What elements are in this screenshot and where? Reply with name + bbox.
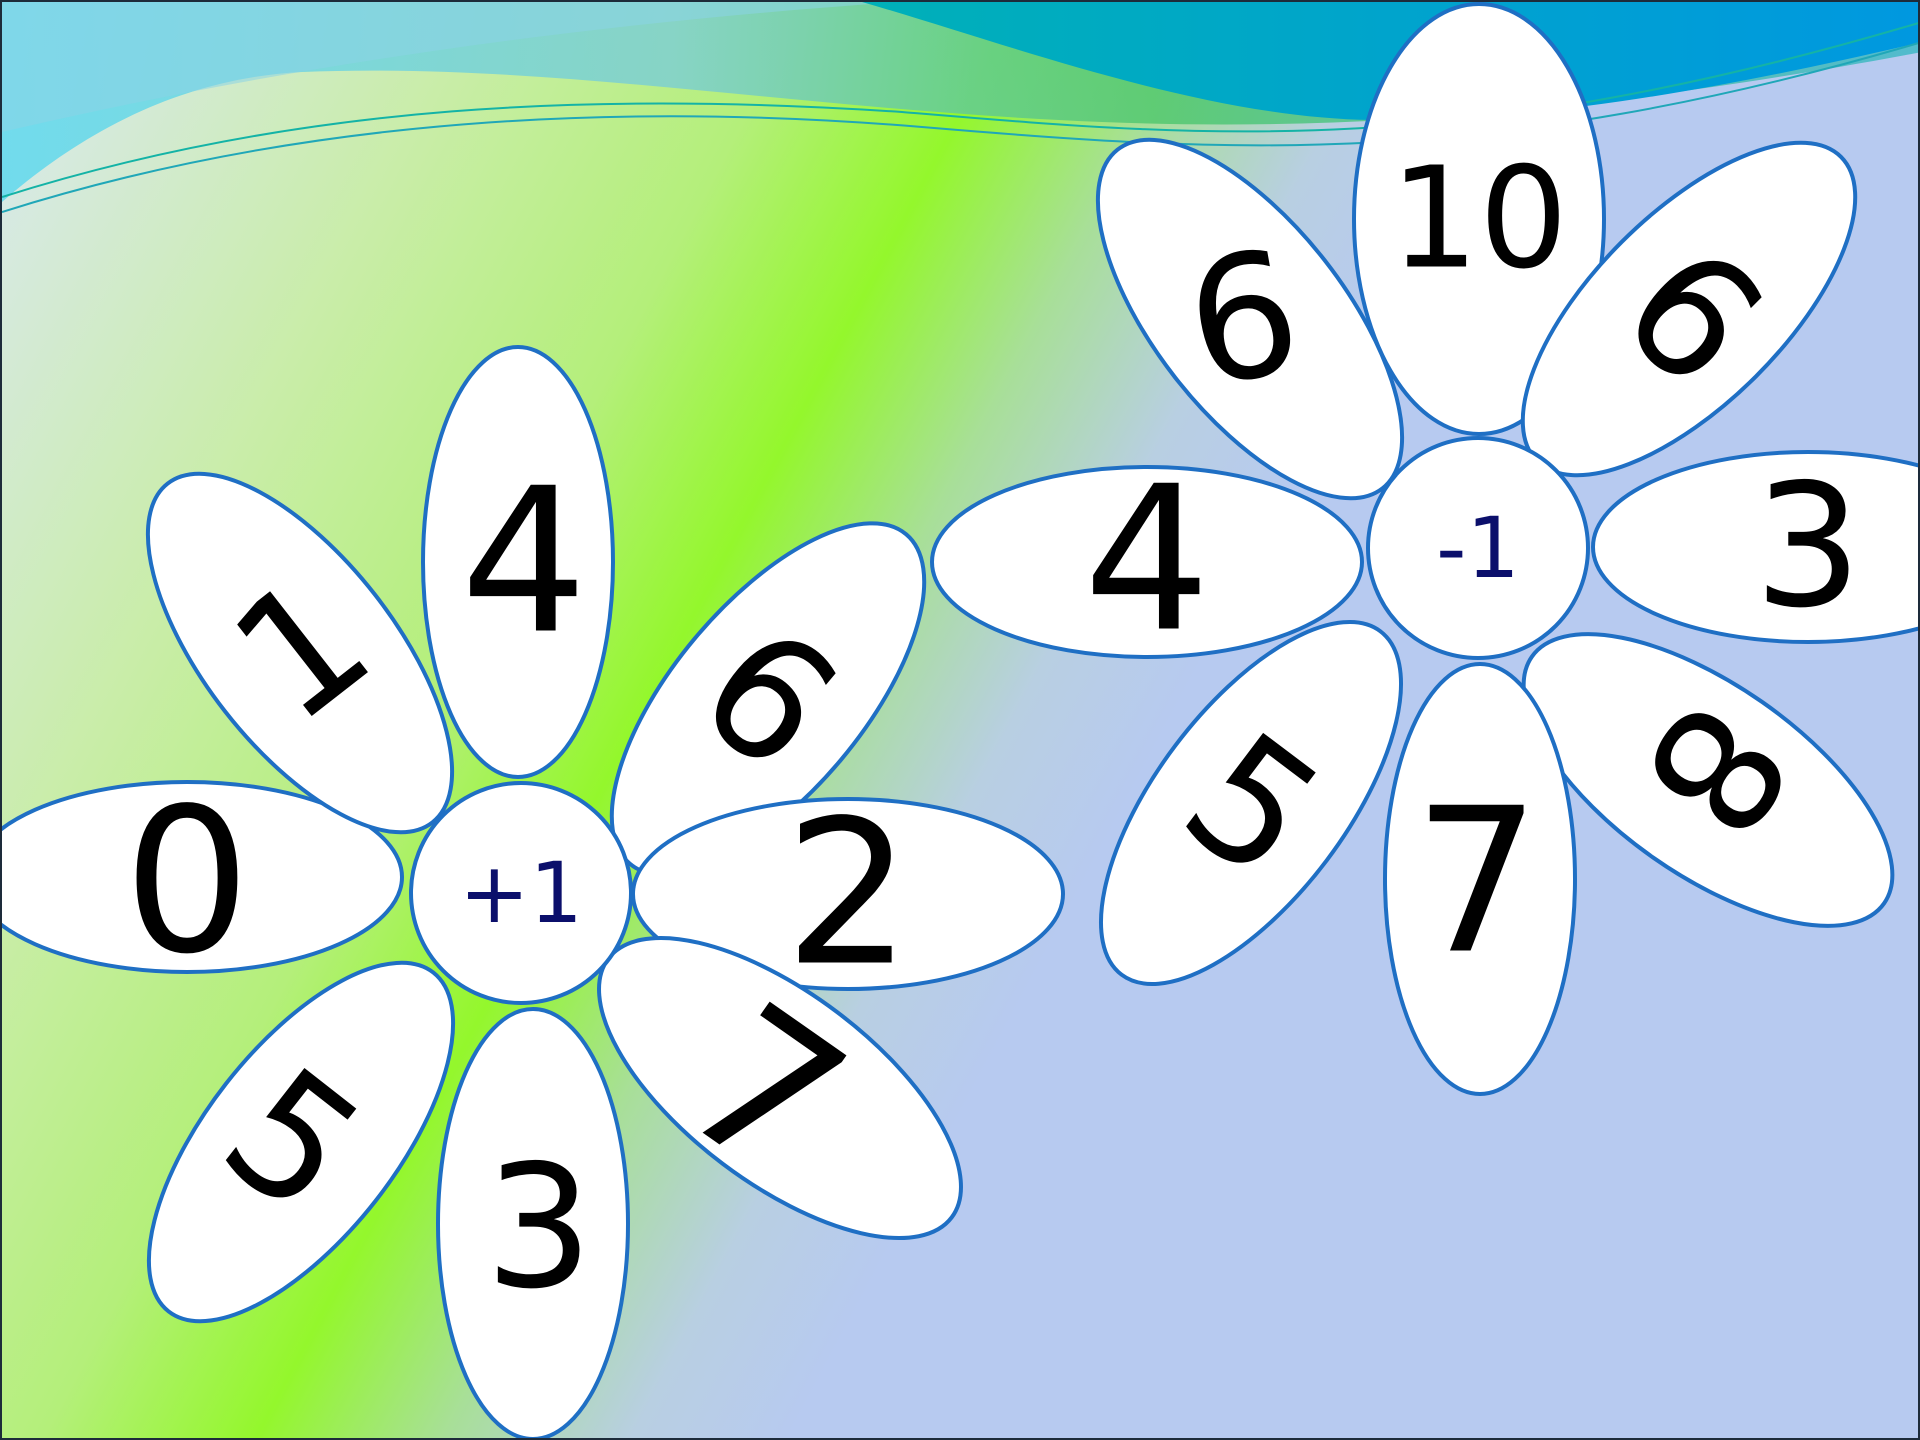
petal: 3	[1593, 448, 1920, 646]
petal: 3	[438, 1009, 628, 1439]
petal-number: 0	[123, 766, 250, 999]
petal: 7	[1385, 664, 1575, 1094]
petal-number: 3	[1754, 448, 1862, 646]
center-operation-label: +1	[459, 844, 583, 942]
petal-number: 4	[460, 446, 587, 679]
petal-number: 2	[784, 778, 911, 1011]
center-operation-label: -1	[1436, 499, 1520, 597]
petal-number: 3	[485, 1129, 593, 1327]
petal-number: 7	[1413, 766, 1540, 999]
petal-number: 4	[1083, 444, 1210, 677]
petal-number: 10	[1390, 138, 1568, 301]
petal: 4	[423, 347, 613, 777]
